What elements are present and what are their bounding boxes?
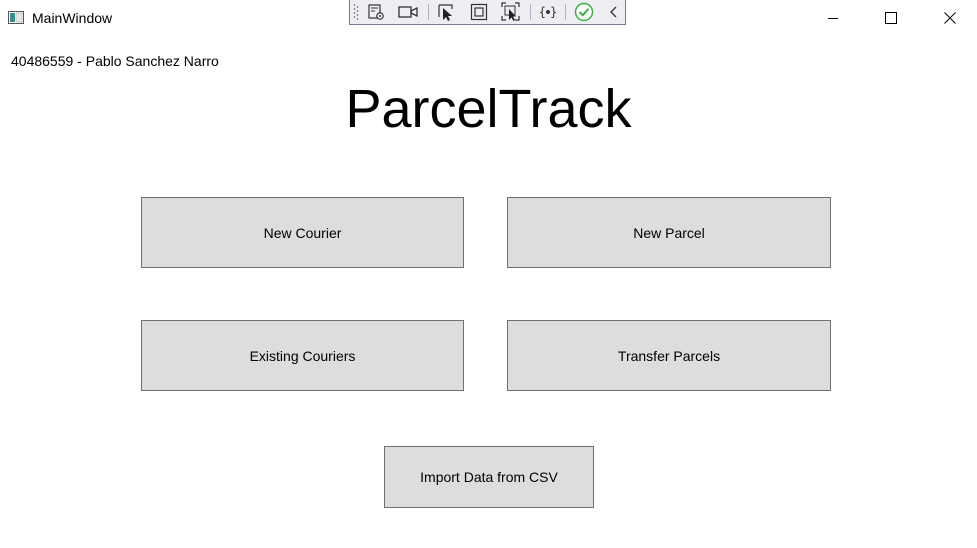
track-focused-element-button[interactable] [500,2,522,22]
select-element-button[interactable] [435,2,457,22]
track-focused-element-icon [501,2,520,21]
record-button[interactable] [397,2,419,22]
new-courier-button[interactable]: New Courier [141,197,464,268]
close-button[interactable] [927,0,973,36]
collapse-icon [610,6,617,18]
window-title: MainWindow [32,10,113,26]
binding-failures-icon: { } [539,5,557,19]
binding-failures-button[interactable]: { } [537,2,559,22]
student-id-label: 40486559 - Pablo Sanchez Narro [11,53,219,69]
record-icon [398,6,418,18]
live-visual-tree-button[interactable] [365,2,387,22]
app-title-heading: ParcelTrack [345,79,632,139]
hot-reload-status-button[interactable] [573,2,595,22]
live-visual-tree-icon [368,4,384,20]
select-element-icon [438,4,453,21]
existing-couriers-button[interactable]: Existing Couriers [141,320,464,391]
collapse-toolbar-button[interactable] [603,2,625,22]
display-layout-adorners-icon [470,3,488,21]
transfer-parcels-button[interactable]: Transfer Parcels [507,320,831,391]
minimize-button[interactable] [810,0,856,36]
hot-reload-ok-icon [574,2,594,22]
close-icon [944,12,956,24]
xaml-debug-toolbar: { } [349,0,626,25]
title-bar[interactable]: MainWindow [0,0,977,36]
import-csv-button[interactable]: Import Data from CSV [384,446,594,508]
display-layout-adorners-button[interactable] [468,2,490,22]
maximize-icon [885,12,897,24]
window-icon [8,11,24,24]
minimize-icon [828,18,838,19]
toolbar-grip-icon[interactable] [353,3,359,21]
new-parcel-button[interactable]: New Parcel [507,197,831,268]
maximize-button[interactable] [868,0,914,36]
